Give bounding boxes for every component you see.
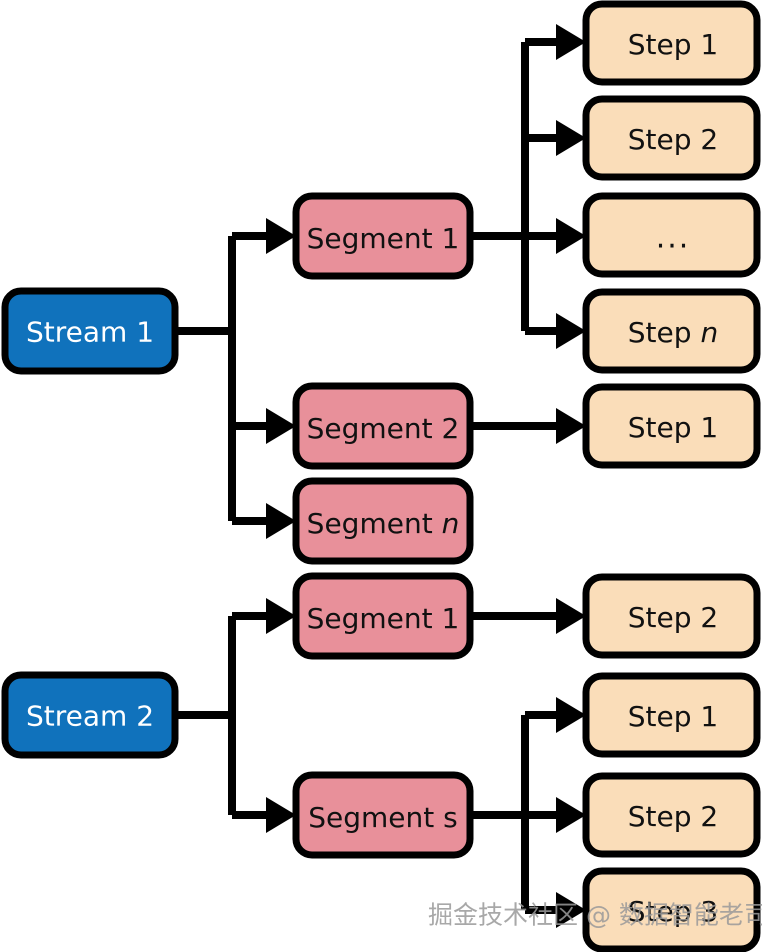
step-f-label: Step 2 [628, 601, 719, 634]
node-stream-2[interactable]: Stream 2 [1, 671, 179, 759]
step-n-label: Step n [628, 316, 718, 349]
step-b-box[interactable] [582, 95, 761, 181]
node-step-ellipsis[interactable]: ... [582, 192, 761, 278]
step-g-prefix: Step [628, 700, 692, 733]
stream-1-box[interactable] [1, 287, 179, 375]
step-i-prefix: Step [628, 895, 692, 928]
connector-group-stream2-segments [175, 598, 296, 833]
arrowhead-segment1-stepn [556, 313, 586, 349]
arrowhead-segment1-step2 [556, 120, 586, 156]
connector-group-segment2-steps [470, 408, 586, 444]
connector-group-stream1-segments [175, 218, 296, 539]
segment-1-n-label: Segment n [307, 507, 460, 540]
stream-2-label: Stream 2 [26, 700, 154, 733]
step-e-prefix: Step [628, 411, 692, 444]
node-segment-1-2[interactable]: Segment 2 [292, 382, 474, 470]
step-g-label: Step 1 [628, 700, 719, 733]
step-e-label: Step 1 [628, 411, 719, 444]
step-i-suffix: 3 [700, 895, 718, 928]
stream-1-label: Stream 1 [26, 316, 154, 349]
step-f-prefix: Step [628, 601, 692, 634]
segment-1-1-prefix: Segment [307, 222, 433, 255]
node-stream-1[interactable]: Stream 1 [1, 287, 179, 375]
step-h-label: Step 2 [628, 800, 719, 833]
arrowhead-stream1-segment2 [266, 408, 296, 444]
segment-1-2-prefix: Segment [307, 412, 433, 445]
step-b-suffix: 2 [700, 123, 718, 156]
node-segment-2-1[interactable]: Segment 1 [292, 572, 474, 660]
segment-2-s-suffix: s [443, 801, 458, 834]
segment-2-1-box[interactable] [292, 572, 474, 660]
watermark-label: 掘金技术社区 @ 数据智能老司机 [428, 901, 762, 930]
step-ellipsis-label: ... [656, 221, 691, 256]
segment-2-s-prefix: Segment [308, 801, 434, 834]
segment-1-n-box[interactable] [292, 477, 474, 565]
node-segment-1-n[interactable]: Segment n [292, 477, 474, 565]
node-step-b[interactable]: Step 2 [582, 95, 761, 181]
segment-1-n-suffix: n [442, 507, 460, 540]
step-i-box[interactable] [582, 867, 761, 952]
step-f-suffix: 2 [700, 601, 718, 634]
arrowhead-segments-step2 [556, 797, 586, 833]
step-f-box[interactable] [582, 573, 761, 659]
arrowhead-stream2-segment1-step2 [556, 598, 586, 634]
step-n-suffix: n [700, 316, 718, 349]
segment-2-1-label: Segment 1 [307, 602, 460, 635]
segment-1-1-box[interactable] [292, 192, 474, 280]
arrowhead-segments-step1 [556, 697, 586, 733]
step-h-suffix: 2 [700, 800, 718, 833]
step-e-box[interactable] [582, 383, 761, 469]
arrowhead-segments-step3 [556, 892, 586, 928]
segment-2-1-suffix: 1 [442, 602, 460, 635]
node-step-f[interactable]: Step 2 [582, 573, 761, 659]
arrowhead-segment1-ellipsis [556, 218, 586, 254]
connector-group-stream2-segment1-steps [470, 598, 586, 634]
step-n-prefix: Step [628, 316, 692, 349]
node-step-a[interactable]: Step 1 [582, 0, 761, 86]
arrowhead-segment2-step1 [556, 408, 586, 444]
arrowhead-stream1-segment1 [266, 218, 296, 254]
step-a-prefix: Step [628, 28, 692, 61]
step-n-box[interactable] [582, 288, 761, 374]
node-step-i[interactable]: Step 3 [582, 867, 761, 952]
segment-1-2-suffix: 2 [442, 412, 460, 445]
node-segment-1-1[interactable]: Segment 1 [292, 192, 474, 280]
segment-2-s-box[interactable] [292, 771, 474, 859]
step-a-label: Step 1 [628, 28, 719, 61]
arrowhead-stream2-segment1 [266, 598, 296, 634]
step-e-suffix: 1 [700, 411, 718, 444]
arrowhead-stream2-segments [266, 797, 296, 833]
arrowhead-stream1-segmentn [266, 503, 296, 539]
segment-2-1-prefix: Segment [307, 602, 433, 635]
node-step-h[interactable]: Step 2 [582, 772, 761, 858]
segment-1-2-box[interactable] [292, 382, 474, 470]
node-step-g[interactable]: Step 1 [582, 672, 761, 758]
step-h-box[interactable] [582, 772, 761, 858]
node-step-e[interactable]: Step 1 [582, 383, 761, 469]
stream-2-box[interactable] [1, 671, 179, 759]
step-a-suffix: 1 [700, 28, 718, 61]
step-b-prefix: Step [628, 123, 692, 156]
node-segment-2-s[interactable]: Segment s [292, 771, 474, 859]
node-step-n[interactable]: Step n [582, 288, 761, 374]
step-a-box[interactable] [582, 0, 761, 86]
segment-1-n-prefix: Segment [307, 507, 433, 540]
step-ellipsis-box[interactable] [582, 192, 761, 278]
step-g-suffix: 1 [700, 700, 718, 733]
step-h-prefix: Step [628, 800, 692, 833]
step-i-label: Step 3 [628, 895, 719, 928]
segment-1-1-suffix: 1 [442, 222, 460, 255]
connector-group-segment1-steps [470, 24, 586, 349]
step-g-box[interactable] [582, 672, 761, 758]
arrowhead-segment1-step1 [556, 24, 586, 60]
segment-2-s-label: Segment s [308, 801, 458, 834]
segment-1-2-label: Segment 2 [307, 412, 460, 445]
step-b-label: Step 2 [628, 123, 719, 156]
connector-group-segments-steps [470, 697, 586, 928]
segment-1-1-label: Segment 1 [307, 222, 460, 255]
